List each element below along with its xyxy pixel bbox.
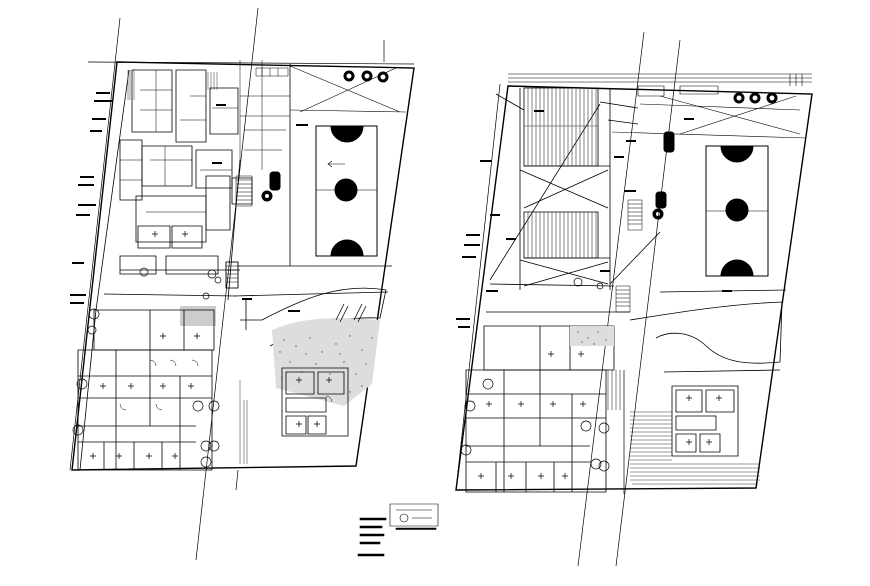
right-floor-plan <box>456 32 812 566</box>
left-middle-walls <box>228 64 392 330</box>
left-hatching <box>128 70 247 464</box>
left-annotation-marks <box>70 92 308 312</box>
legend-block <box>358 504 438 556</box>
left-staircases <box>226 68 288 288</box>
left-room-grid <box>104 70 252 296</box>
right-top-strip <box>508 74 812 96</box>
left-sports-court <box>316 126 377 256</box>
left-parking-cars <box>262 71 388 201</box>
left-interior-partitions <box>120 60 290 212</box>
right-site-boundary <box>456 86 812 490</box>
left-parking-lines <box>290 66 406 112</box>
left-fixtures <box>73 268 221 467</box>
left-floor-plan <box>70 8 414 560</box>
left-room-markers <box>90 231 332 459</box>
left-door-swings <box>120 360 332 410</box>
right-hatched-blocks <box>524 88 598 258</box>
right-reference-lines <box>456 32 680 566</box>
right-room-markers <box>478 351 722 479</box>
right-structure-lines <box>486 88 660 312</box>
left-landscape-texture <box>180 306 380 406</box>
right-annex-building <box>664 370 780 456</box>
right-annotation-marks <box>456 110 732 328</box>
right-sports-court <box>706 146 768 276</box>
right-hatching <box>524 88 760 484</box>
left-annex-building <box>282 368 348 436</box>
right-staircases <box>616 200 642 312</box>
left-site-boundary <box>72 62 414 470</box>
left-reference-lines <box>70 8 414 560</box>
left-benches <box>336 304 366 322</box>
right-parking-lines <box>612 96 806 138</box>
right-garden-path <box>630 302 782 363</box>
right-fixtures <box>461 278 609 471</box>
left-bottom-block <box>78 310 214 470</box>
right-landscape-texture <box>570 326 614 346</box>
